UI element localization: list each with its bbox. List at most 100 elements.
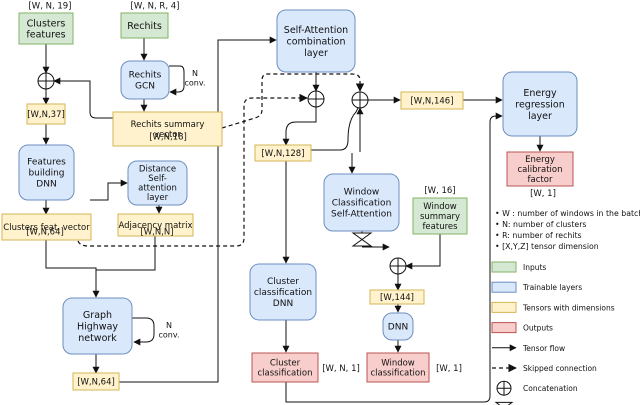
energy-calibration-label-line: Energy	[525, 155, 555, 165]
energy-regression-label-line: Energy	[523, 88, 557, 99]
edge-summary-concat3	[405, 234, 441, 270]
dim-w1-b: [W, 1]	[530, 189, 556, 199]
dim-wn64-a: [W,N,64]	[26, 228, 64, 238]
legend-swatch-trainable	[491, 281, 517, 293]
legend-output: Outputs	[491, 322, 553, 334]
distance-attention-label-line: attention	[138, 184, 177, 194]
legend-swatch-input	[491, 261, 517, 273]
distance-attention-label-line: Distance	[139, 165, 176, 175]
window-summary-label-line: summary	[420, 212, 460, 222]
n-conv-label-line: conv.	[184, 79, 205, 88]
legend-input: Inputs	[491, 261, 546, 273]
window-summary-label-line: features	[422, 222, 458, 232]
clusters-features-label-line: Clusters	[27, 18, 66, 29]
dim-wn144: [W,144]	[369, 289, 425, 305]
skip-edges	[77, 73, 365, 247]
dnn-box: DNN	[382, 312, 414, 341]
legend-skip: Skipped connection	[492, 363, 597, 373]
legend-label: Inputs	[523, 263, 546, 272]
legend-label: Outputs	[523, 324, 553, 333]
window-classification-out-label-line: classification	[371, 368, 426, 378]
window-classification-label-line: Self-Attention	[331, 210, 392, 220]
nodes: ClustersfeaturesRechitsRechitsGCNRechits…	[1, 2, 578, 391]
dim-rechits-in: [W, N, R, 4]	[131, 2, 180, 12]
adjacency-matrix-box: Adjacency matrix	[117, 213, 194, 237]
graph-highway-label-line: Graph	[83, 310, 112, 321]
cluster-classification-dnn-label-line: DNN	[273, 299, 293, 309]
features-dnn-label-line: DNN	[36, 180, 56, 190]
edge-summary-concat	[53, 77, 113, 119]
edge-concat1-128	[282, 107, 317, 146]
rechits-label-line: Rechits	[127, 21, 162, 32]
rechits-gcn-label-line: GCN	[135, 82, 155, 92]
concat-symbol-2	[307, 90, 325, 108]
note-line: • W : number of windows in the batch	[495, 209, 640, 218]
edge-clusterclass-energy	[285, 112, 503, 403]
dim-wn64-b: [W,N,64]	[72, 372, 120, 391]
distance-attention-label-line: Self-	[148, 174, 167, 184]
edge-64b-attention	[119, 36, 277, 383]
legend-label: Tensor flow	[522, 344, 565, 353]
edge-vector-distance	[90, 179, 128, 201]
energy-regression-label-line: regression	[515, 99, 565, 110]
dim-wn128-text: [W,N,128]	[261, 149, 304, 159]
concat-symbol-1	[37, 72, 55, 90]
note-line: • R: number of rechits	[495, 231, 582, 240]
edges	[42, 36, 544, 403]
dim-clusters-in: [W, N, 19]	[28, 2, 71, 12]
legend: • W : number of windows in the batch • N:…	[491, 209, 640, 405]
legend-label: Tensors with dimensions	[522, 303, 615, 312]
legend-aggregation-icon	[494, 401, 514, 405]
clusters-feat-vector-label-line: Clusters feat. vector	[3, 223, 90, 233]
edge-graph-loop	[132, 317, 155, 346]
dim-w16: [W, 16]	[424, 186, 455, 196]
window-classification-label-line: Classification	[332, 199, 392, 209]
window-summary-label-line: Window	[423, 202, 457, 212]
legend-flow: Tensor flow	[492, 344, 565, 353]
window-classification-label-line: Window	[344, 188, 380, 198]
aggregation-symbol	[351, 232, 373, 247]
dim-wn18-text: [W,N,18]	[149, 133, 187, 143]
dim-w1-a: [W, 1]	[436, 364, 462, 374]
dim-wn64-b-text: [W,N,64]	[77, 378, 115, 388]
dim-wn146: [W,N,146]	[400, 91, 464, 110]
graph-highway-label-line: network	[78, 333, 117, 344]
legend-label: Skipped connection	[523, 364, 597, 373]
legend-trainable: Trainable layers	[491, 281, 582, 293]
edge-vector-graph	[45, 240, 100, 298]
note-line: • [X,Y,Z] tensor dimension	[495, 242, 599, 251]
dim-wn18: [W,N,18]	[149, 133, 187, 143]
n-conv-label-line: N	[192, 69, 198, 78]
rechits-summary-label-line: Rechits summary	[131, 120, 205, 130]
rechits-summary-label-line: vector	[154, 130, 181, 140]
dim-w1-a-text: [W, 1]	[436, 364, 462, 374]
dim-rechits-in-text: [W, N, R, 4]	[131, 2, 180, 12]
legend-concat: Concatenation	[496, 380, 578, 396]
cluster-classification-dnn-label-line: Cluster	[267, 277, 299, 287]
energy-calibration-label-line: factor	[528, 175, 553, 185]
dim-wn37-text: [W,N,37]	[27, 110, 65, 120]
rechits-box: Rechits	[120, 12, 169, 39]
self-attention-label-line: layer	[304, 48, 328, 59]
legend-tensor: Tensors with dimensions	[491, 301, 615, 313]
rechits-gcn-label-line: Rechits	[129, 71, 162, 81]
dim-w1-b-text: [W, 1]	[530, 189, 556, 199]
features-dnn-label-line: building	[28, 169, 64, 179]
dim-w16-text: [W, 16]	[424, 186, 455, 196]
cluster-classification-dnn-label-line: classification	[254, 288, 312, 298]
dim-wn1-a-text: [W, N, 1]	[322, 364, 360, 374]
note-line: • N: number of clusters	[495, 220, 587, 229]
